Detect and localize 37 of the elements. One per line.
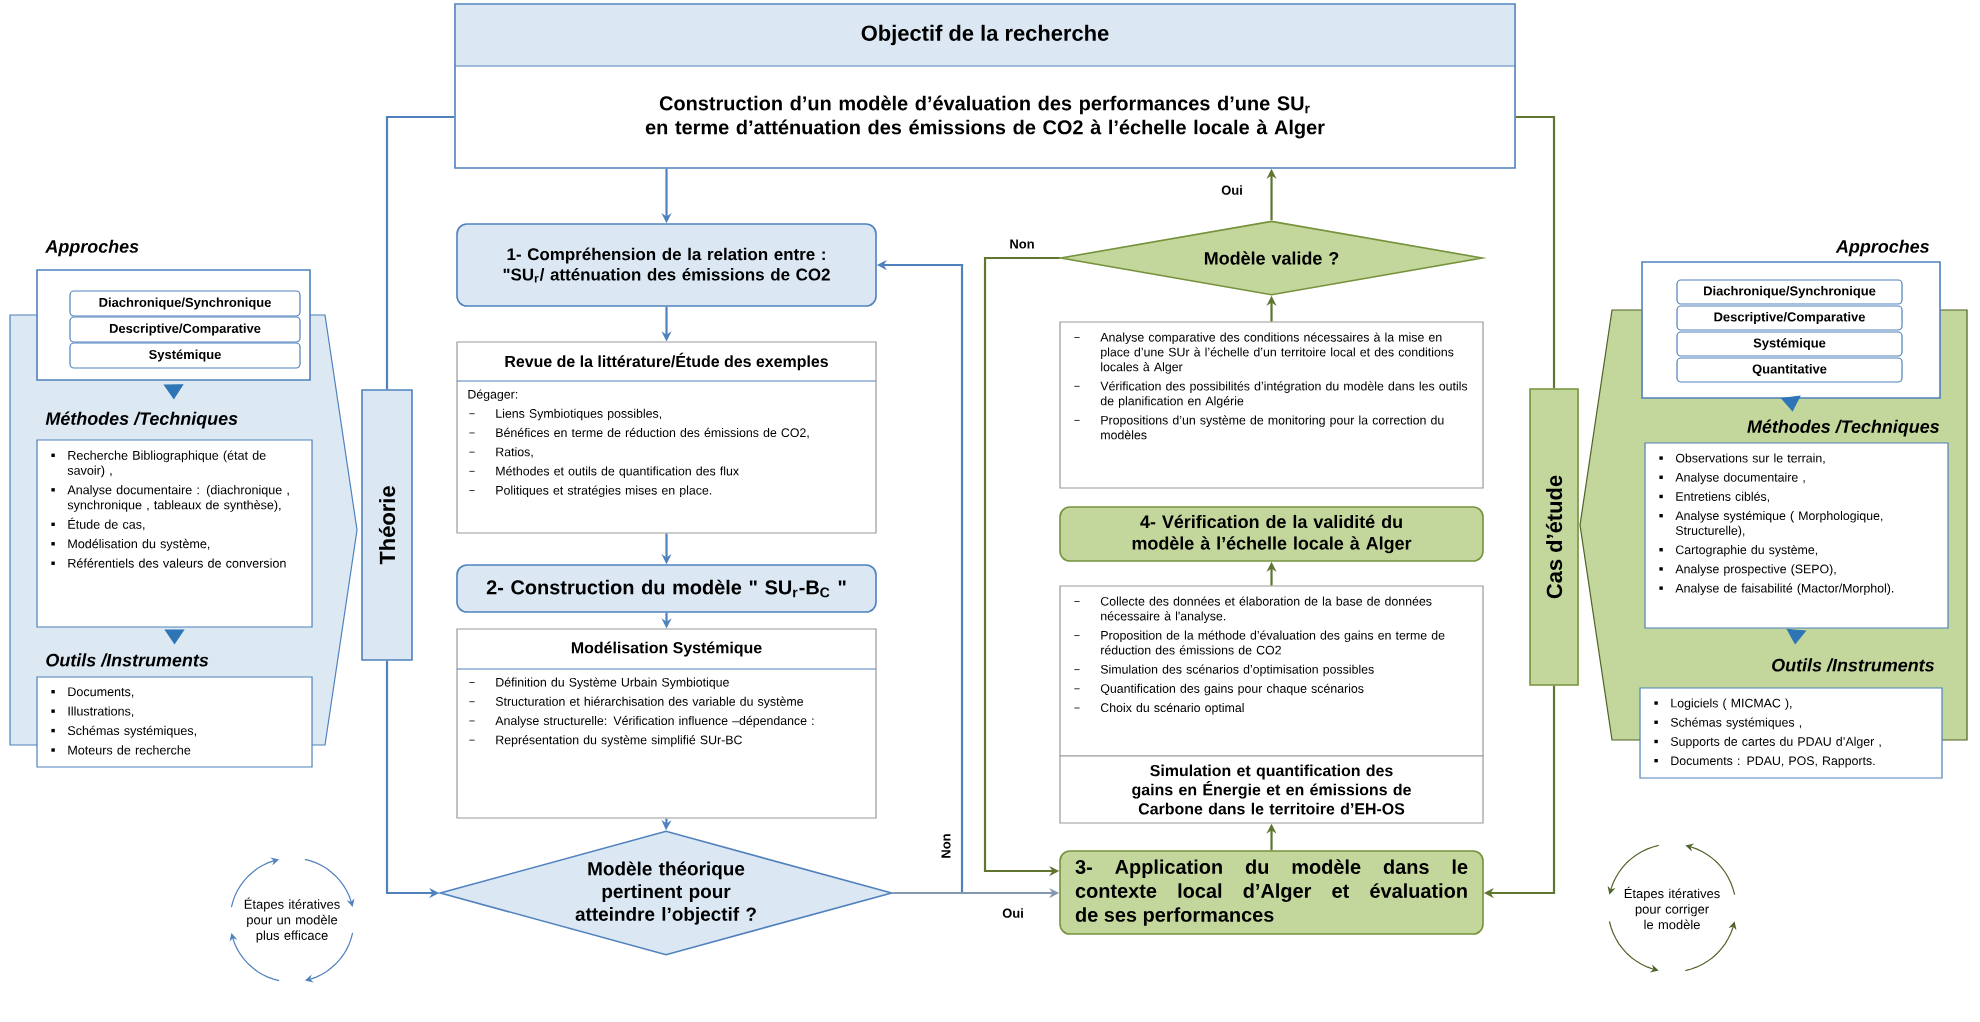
iteration-note: Étapes itératives pour un modèle plus efficace xyxy=(244,897,340,943)
connector-line xyxy=(385,115,455,390)
vertical-label-box: Cas d’étude xyxy=(1529,388,1579,686)
step-box: 4- Vérification de la validité du modèle à l’échelle locale à Alger xyxy=(1059,506,1484,562)
node-label: Approches xyxy=(45,239,139,257)
approach-tag: Descriptive/Comparative xyxy=(69,316,301,343)
approach-tag: Descriptive/Comparative xyxy=(1676,305,1903,331)
step-box: 1- Compréhension de la relation entre : "SU$_{r}$/ atténuation des émissions de CO2 xyxy=(456,223,877,307)
edge-label: Non xyxy=(939,831,953,861)
title-box: Simulation et quantification des gains en Énergie et en émissions de Carbone dans le territoire d’EH-OS xyxy=(1059,755,1484,824)
approach-tag: Diachronique/Synchronique xyxy=(69,290,301,317)
node-label: Méthodes /Techniques xyxy=(45,411,238,429)
edge-label: Oui xyxy=(1219,183,1245,197)
edge-label: Non xyxy=(1007,237,1037,251)
node-label: Méthodes /Techniques xyxy=(1747,419,1940,437)
connector-line xyxy=(1515,115,1556,389)
approach-tag: Diachronique/Synchronique xyxy=(1676,279,1903,305)
triangle-arrow xyxy=(1786,628,1807,645)
bullet-list-box: Outils /Instruments Documents, Illustrations, Schémas systémiques, Moteurs de recherche xyxy=(36,653,313,768)
bullet-list-box: Analyse comparative des conditions nécessaires à la mise en place d’une SUr à l’échelle d’un territoire local et des conditions locales à Alger Vérification des possibilités d’intégration du modèle dans les outils de planification en Algérie Propositions d’un système de monitoring pour la correction du modèles xyxy=(1059,321,1484,489)
titled-list-box: Modélisation Systémique Définition du Système Urbain Symbiotique Structuration et hiérarchisation des variable du système Analyse structurelle: Vérification influence –dépendance : Représentation du système simplifié SUr-BC xyxy=(456,628,877,819)
approach-tag: Systémique xyxy=(1676,331,1903,357)
edge-label: Oui xyxy=(1000,906,1026,920)
bullet-list-box: Méthodes /Techniques Recherche Bibliographique (état de savoir) , Analyse documentaire : (diachronique , synchronique , tableaux de synthèse), Étude de cas, Modélisation du système, Référentiels des valeurs de conversion xyxy=(36,411,313,628)
approach-tag: Quantitative xyxy=(1676,357,1903,383)
titled-list-box: Revue de la littérature/Étude des exemples Dégager: Liens Symbiotiques possibles, Bénéfices en terme de réduction des émissions de CO2, Ratios, Méthodes et outils de quantification des flux Politiques et stratégies mises en place. xyxy=(456,341,877,534)
vertical-label-box: Théorie xyxy=(361,389,413,661)
iteration-note: Étapes itératives pour corriger le modèle xyxy=(1624,886,1720,930)
node-label: Outils /Instruments xyxy=(46,653,209,667)
node-label: Outils /Instruments xyxy=(1772,658,1935,672)
node-label: Approches xyxy=(1835,239,1930,257)
bullet-list-box: Outils /Instruments Logiciels ( MICMAC ), Schémas systémiques , Supports de cartes du PDAU d’Alger , Documents : PDAU, POS, Rapports. xyxy=(1639,658,1943,779)
step-box: 3- Application du modèle dans le contexte local d’Alger et évaluation de ses performances xyxy=(1059,850,1484,935)
step-box: 2- Construction du modèle " SU$_{r}$-B$_{C}$ " xyxy=(456,564,877,613)
approach-tag: Systémique xyxy=(69,342,301,369)
bullet-list-box: Méthodes /Techniques Observations sur le terrain, Analyse documentaire , Entretiens ciblés, Analyse systémique ( Morphologique, Structurelle), Cartographie du système, Analyse prospective (SEPO), Analyse de faisabilité (Mactor/Morphol). xyxy=(1644,419,1949,629)
objective-box: Objectif de la recherche Construction d’un modèle d’évaluation des performances d’une SU$_{r}$ en terme d’atténuation des émissions de CO2 à l’échelle locale à Alger xyxy=(454,3,1516,169)
